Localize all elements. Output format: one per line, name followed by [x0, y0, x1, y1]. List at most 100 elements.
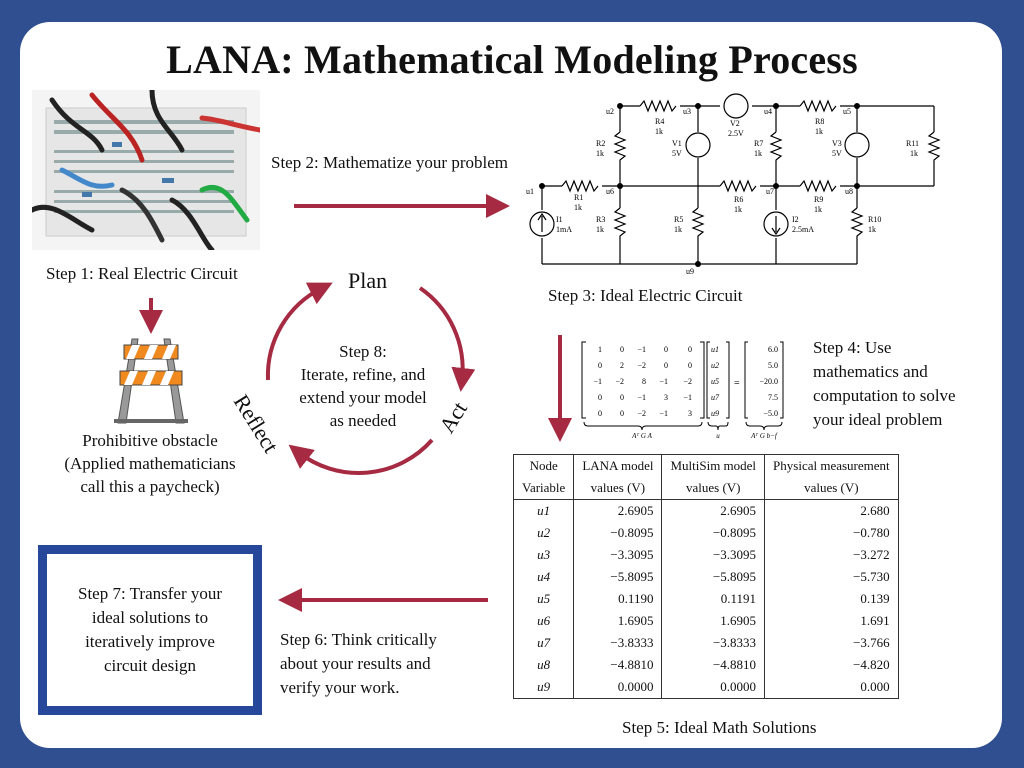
circuit-label: u6 [606, 187, 614, 196]
circuit-label: 2.5mA [792, 225, 814, 234]
node-cell: u3 [537, 547, 551, 562]
value-cell: −5.730 [764, 566, 899, 588]
rhs-cell: 7.5 [768, 393, 778, 402]
matrix-cell: −1 [659, 409, 668, 418]
table-row: u7−3.8333−3.8333−3.766 [514, 632, 899, 654]
circuit-label: R3 [596, 215, 605, 224]
table-header-row: Node LANA model MultiSim model Physical … [514, 454, 899, 477]
matrix-cell: 0 [620, 345, 624, 354]
circuit-label: 1k [674, 225, 682, 234]
rhs-cell: −20.0 [759, 377, 778, 386]
svg-text:=: = [734, 378, 740, 389]
step4-line: Step 4: Use [813, 338, 892, 357]
circuit-label: R11 [906, 139, 919, 148]
page-title: LANA: Mathematical Modeling Process [166, 37, 858, 82]
circuit-label: u8 [845, 187, 853, 196]
matrix-cell: −2 [637, 361, 646, 370]
circuit-label: u5 [843, 107, 851, 116]
breadboard-image [32, 90, 260, 250]
matrix-label: Aᵀ G A [631, 432, 652, 440]
matrix-label: Aᵀ G b−f [750, 432, 778, 440]
value-cell: −4.820 [764, 654, 899, 676]
unknown-cell: u7 [711, 393, 720, 402]
step8-line: extend your model [299, 388, 427, 407]
value-cell: −0.8095 [661, 522, 765, 544]
value-cell: 1.6905 [661, 610, 765, 632]
circuit-label: 1k [734, 205, 742, 214]
node-cell: u6 [537, 613, 551, 628]
step6-text: Step 6: Think critically about your resu… [280, 628, 437, 700]
matrix-cell: 0 [664, 345, 668, 354]
value-cell: −5.8095 [573, 566, 662, 588]
value-cell: −4.8810 [661, 654, 765, 676]
step6-line: Step 6: Think critically [280, 630, 437, 649]
matrix-cell: 0 [664, 361, 668, 370]
rhs-cell: 6.0 [768, 345, 778, 354]
step3-caption: Step 3: Ideal Electric Circuit [548, 286, 743, 305]
table-header: values (V) [573, 477, 662, 500]
matrix-cell: 0 [688, 361, 692, 370]
value-cell: 0.0000 [573, 676, 662, 699]
circuit-diagram: u2 u3 u4 u5 u1 u6 u7 u8 u9 R4 1k V2 2.5V… [526, 93, 941, 274]
matrix-cell: −1 [593, 377, 602, 386]
table-header: values (V) [764, 477, 899, 500]
matrix-cell: 0 [598, 409, 602, 418]
circuit-label: V1 [672, 139, 682, 148]
value-cell: −0.780 [764, 522, 899, 544]
circuit-label: u4 [764, 107, 772, 116]
value-cell: 2.6905 [573, 499, 662, 522]
unknown-cell: u9 [711, 409, 719, 418]
circuit-label: R1 [574, 193, 583, 202]
circuit-label: u1 [526, 187, 534, 196]
step2-caption: Step 2: Mathematize your problem [271, 153, 508, 172]
step4-text: Step 4: Use mathematics and computation … [813, 336, 956, 432]
matrix-cell: 2 [620, 361, 624, 370]
table-header: MultiSim model [661, 454, 765, 477]
circuit-label: 1k [910, 149, 918, 158]
value-cell: 0.139 [764, 588, 899, 610]
node-cell: u5 [537, 591, 551, 606]
barricade-icon [114, 338, 188, 424]
circuit-label: 1k [655, 127, 663, 136]
circuit-label: 1k [868, 225, 876, 234]
table-row: u4−5.8095−5.8095−5.730 [514, 566, 899, 588]
table-header: Node [529, 458, 558, 473]
value-cell: 2.6905 [661, 499, 765, 522]
matrix-cell: 0 [688, 345, 692, 354]
table-header: values (V) [661, 477, 765, 500]
step4-line: computation to solve [813, 386, 956, 405]
circuit-label: R7 [754, 139, 763, 148]
obstacle-text: Prohibitive obstacle (Applied mathematic… [40, 429, 260, 498]
matrix-cell: 0 [620, 393, 624, 402]
circuit-label: 1k [574, 203, 582, 212]
circuit-label: R9 [814, 195, 823, 204]
matrix-cell: −1 [683, 393, 692, 402]
matrix-cell: −1 [659, 377, 668, 386]
circuit-label: I1 [556, 215, 563, 224]
value-cell: 0.000 [764, 676, 899, 699]
value-cell: −3.272 [764, 544, 899, 566]
value-cell: 0.0000 [661, 676, 765, 699]
circuit-label: V3 [832, 139, 842, 148]
value-cell: 2.680 [764, 499, 899, 522]
node-cell: u8 [537, 657, 551, 672]
matrix-cell: 0 [598, 393, 602, 402]
node-cell: u7 [537, 635, 551, 650]
unknown-cell: u2 [711, 361, 719, 370]
matrix-label: u [716, 432, 720, 440]
value-cell: −3.8333 [573, 632, 662, 654]
matrix-cell: −1 [637, 393, 646, 402]
obstacle-line: call this a paycheck) [80, 477, 220, 496]
circuit-label: I2 [792, 215, 799, 224]
circuit-label: 1k [596, 149, 604, 158]
node-cell: u1 [537, 503, 551, 518]
matrix-cell: 3 [688, 409, 692, 418]
circuit-label: R6 [734, 195, 743, 204]
value-cell: 1.691 [764, 610, 899, 632]
results-table: Node LANA model MultiSim model Physical … [513, 454, 899, 699]
value-cell: −3.3095 [661, 544, 765, 566]
